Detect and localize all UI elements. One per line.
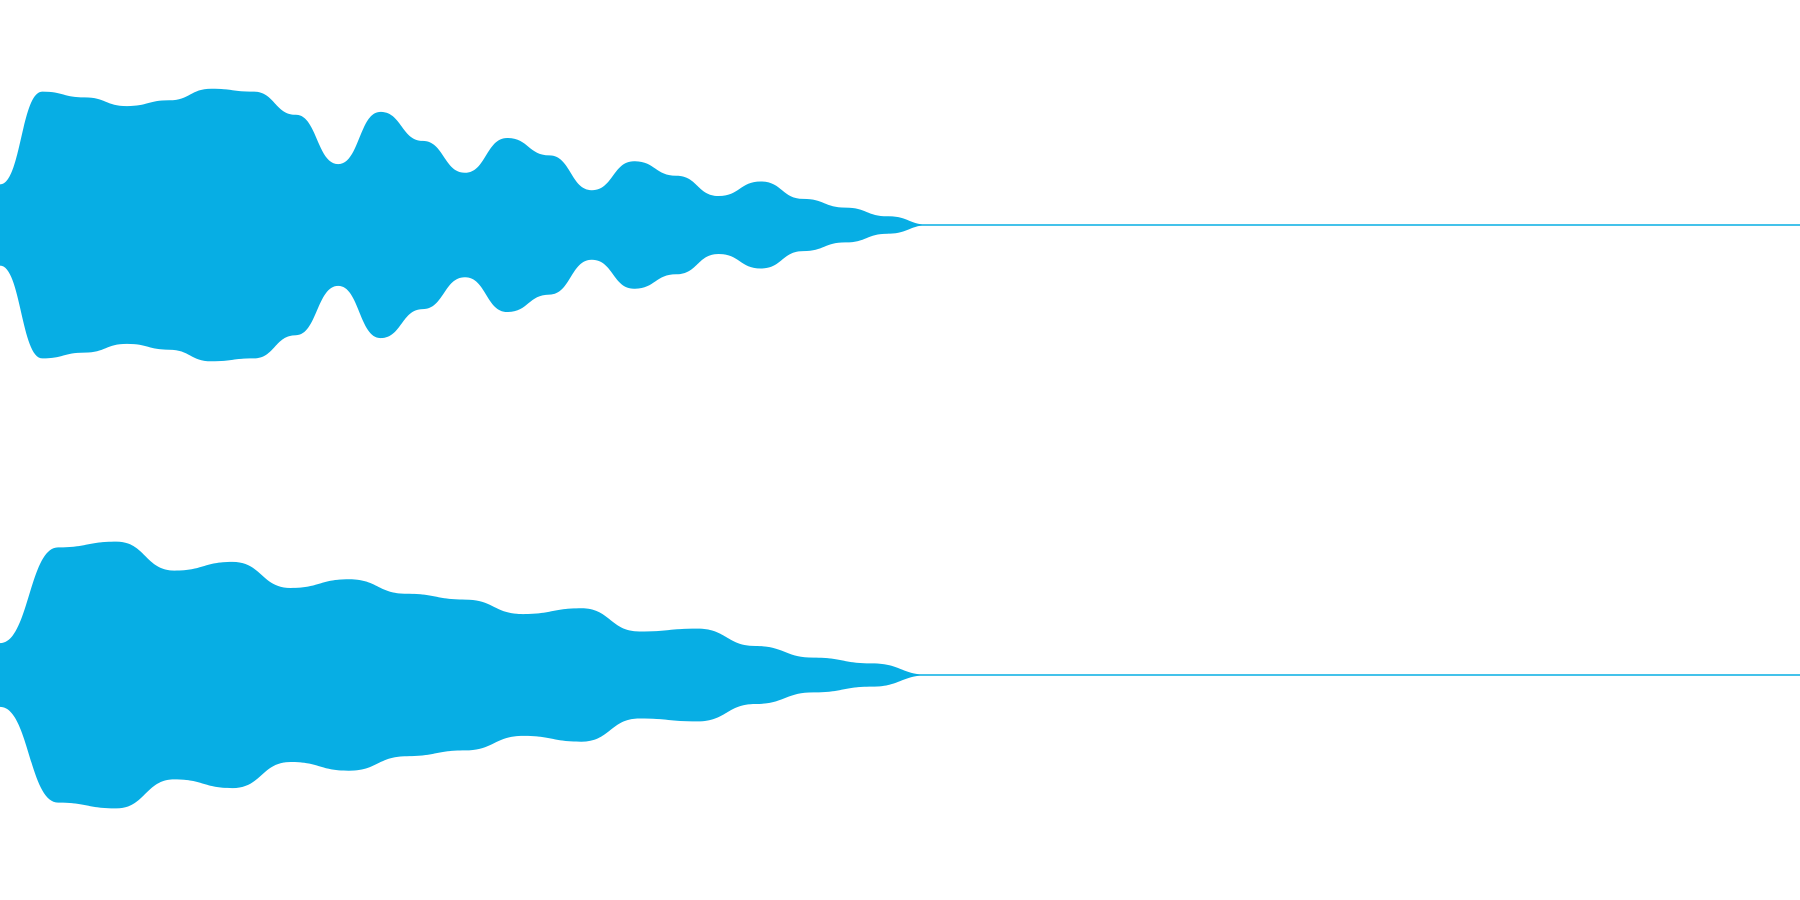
channel-2-envelope xyxy=(0,541,930,809)
channel-1-envelope xyxy=(0,88,930,362)
channel-1-waveform xyxy=(0,88,1800,362)
channel-2-waveform xyxy=(0,541,1800,809)
